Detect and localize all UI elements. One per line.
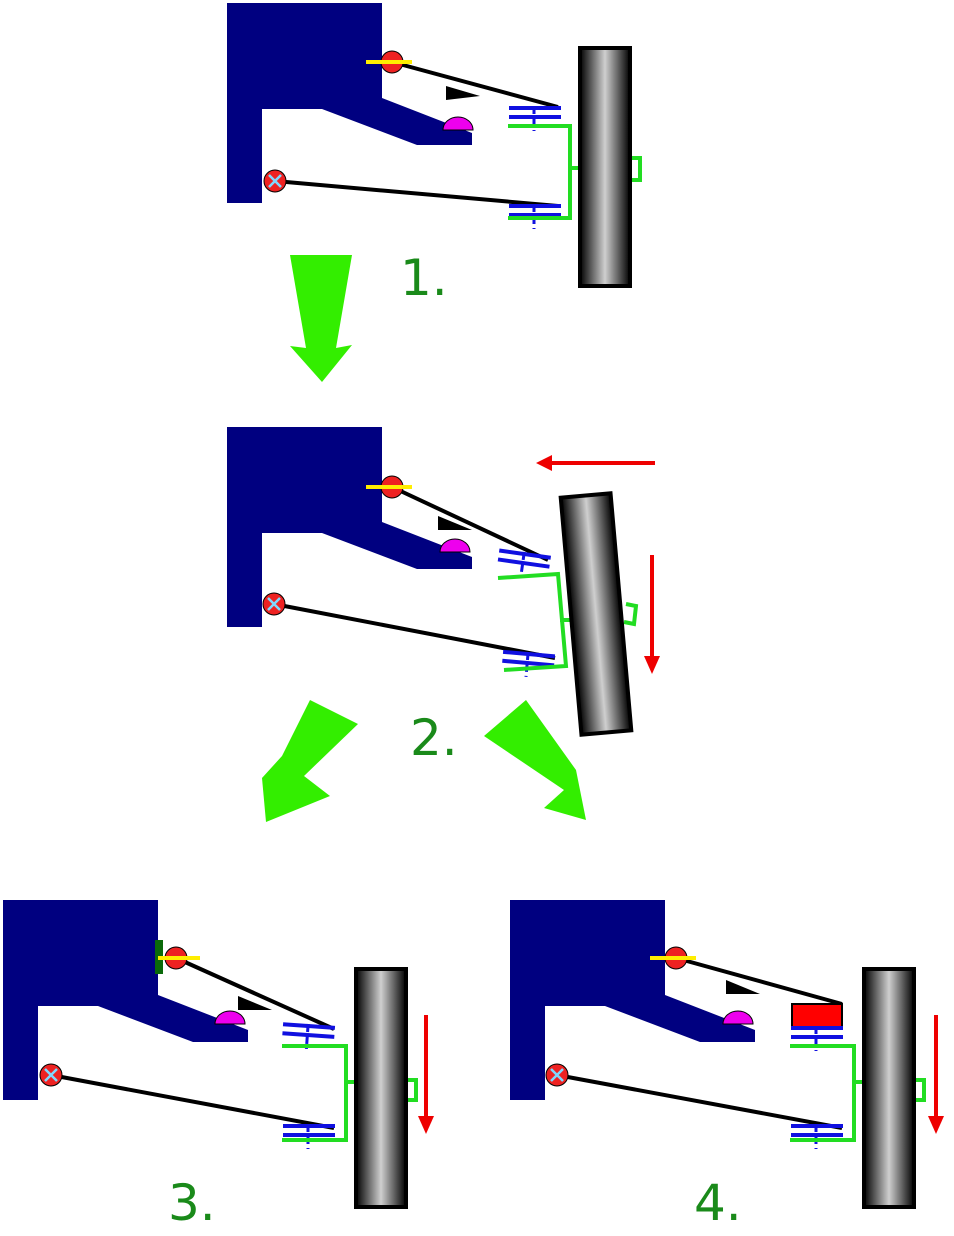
step-label-2: 2. xyxy=(410,709,458,767)
bump-stop xyxy=(442,116,474,131)
upper-arm-wedge xyxy=(726,980,760,994)
upper-control-arm xyxy=(391,485,549,562)
panel-2 xyxy=(227,427,660,737)
lower-ball-joint xyxy=(789,1122,845,1151)
bump-stop xyxy=(439,538,471,553)
upper-arm-wedge xyxy=(238,996,272,1010)
lower-ball-joint xyxy=(281,1122,337,1151)
tyre xyxy=(862,967,916,1209)
tyre xyxy=(558,491,634,737)
bump-stop xyxy=(722,1010,754,1025)
upper-arm-wedge xyxy=(446,86,480,100)
upper-control-arm xyxy=(175,956,335,1031)
flow-arrow-right xyxy=(484,700,586,820)
vertical-force-arrowhead xyxy=(644,656,660,674)
bump-stop xyxy=(214,1010,246,1025)
lower-pivot xyxy=(261,591,287,617)
chassis-block xyxy=(227,427,472,627)
step-label-1: 1. xyxy=(400,249,448,307)
lower-pivot xyxy=(38,1062,64,1088)
step-label-4: 4. xyxy=(694,1174,742,1232)
lower-control-arm xyxy=(273,602,556,660)
lower-control-arm xyxy=(556,1073,843,1130)
flow-arrow-down xyxy=(290,255,352,382)
upper-arm-wedge xyxy=(438,516,472,530)
lower-ball-joint xyxy=(499,647,558,682)
camber-spacer xyxy=(791,1003,843,1029)
vertical-force-arrowhead xyxy=(418,1116,434,1134)
chassis-block xyxy=(227,3,472,203)
vertical-force-arrowhead xyxy=(928,1116,944,1134)
lower-pivot xyxy=(544,1062,570,1088)
panel-1 xyxy=(227,3,642,288)
chassis-block xyxy=(3,900,248,1100)
panel-4 xyxy=(510,900,944,1209)
wheel-upright xyxy=(497,571,639,672)
flow-arrow-left xyxy=(262,700,358,822)
upper-control-arm xyxy=(675,956,843,1006)
step-label-3: 3. xyxy=(168,1174,216,1232)
lower-control-arm xyxy=(50,1073,335,1130)
tyre xyxy=(354,967,408,1209)
panel-3 xyxy=(3,900,434,1209)
tyre xyxy=(578,46,632,288)
lower-control-arm xyxy=(274,179,559,208)
lateral-force-arrowhead xyxy=(536,455,552,471)
lower-pivot xyxy=(262,168,288,194)
upper-control-arm xyxy=(391,60,559,109)
